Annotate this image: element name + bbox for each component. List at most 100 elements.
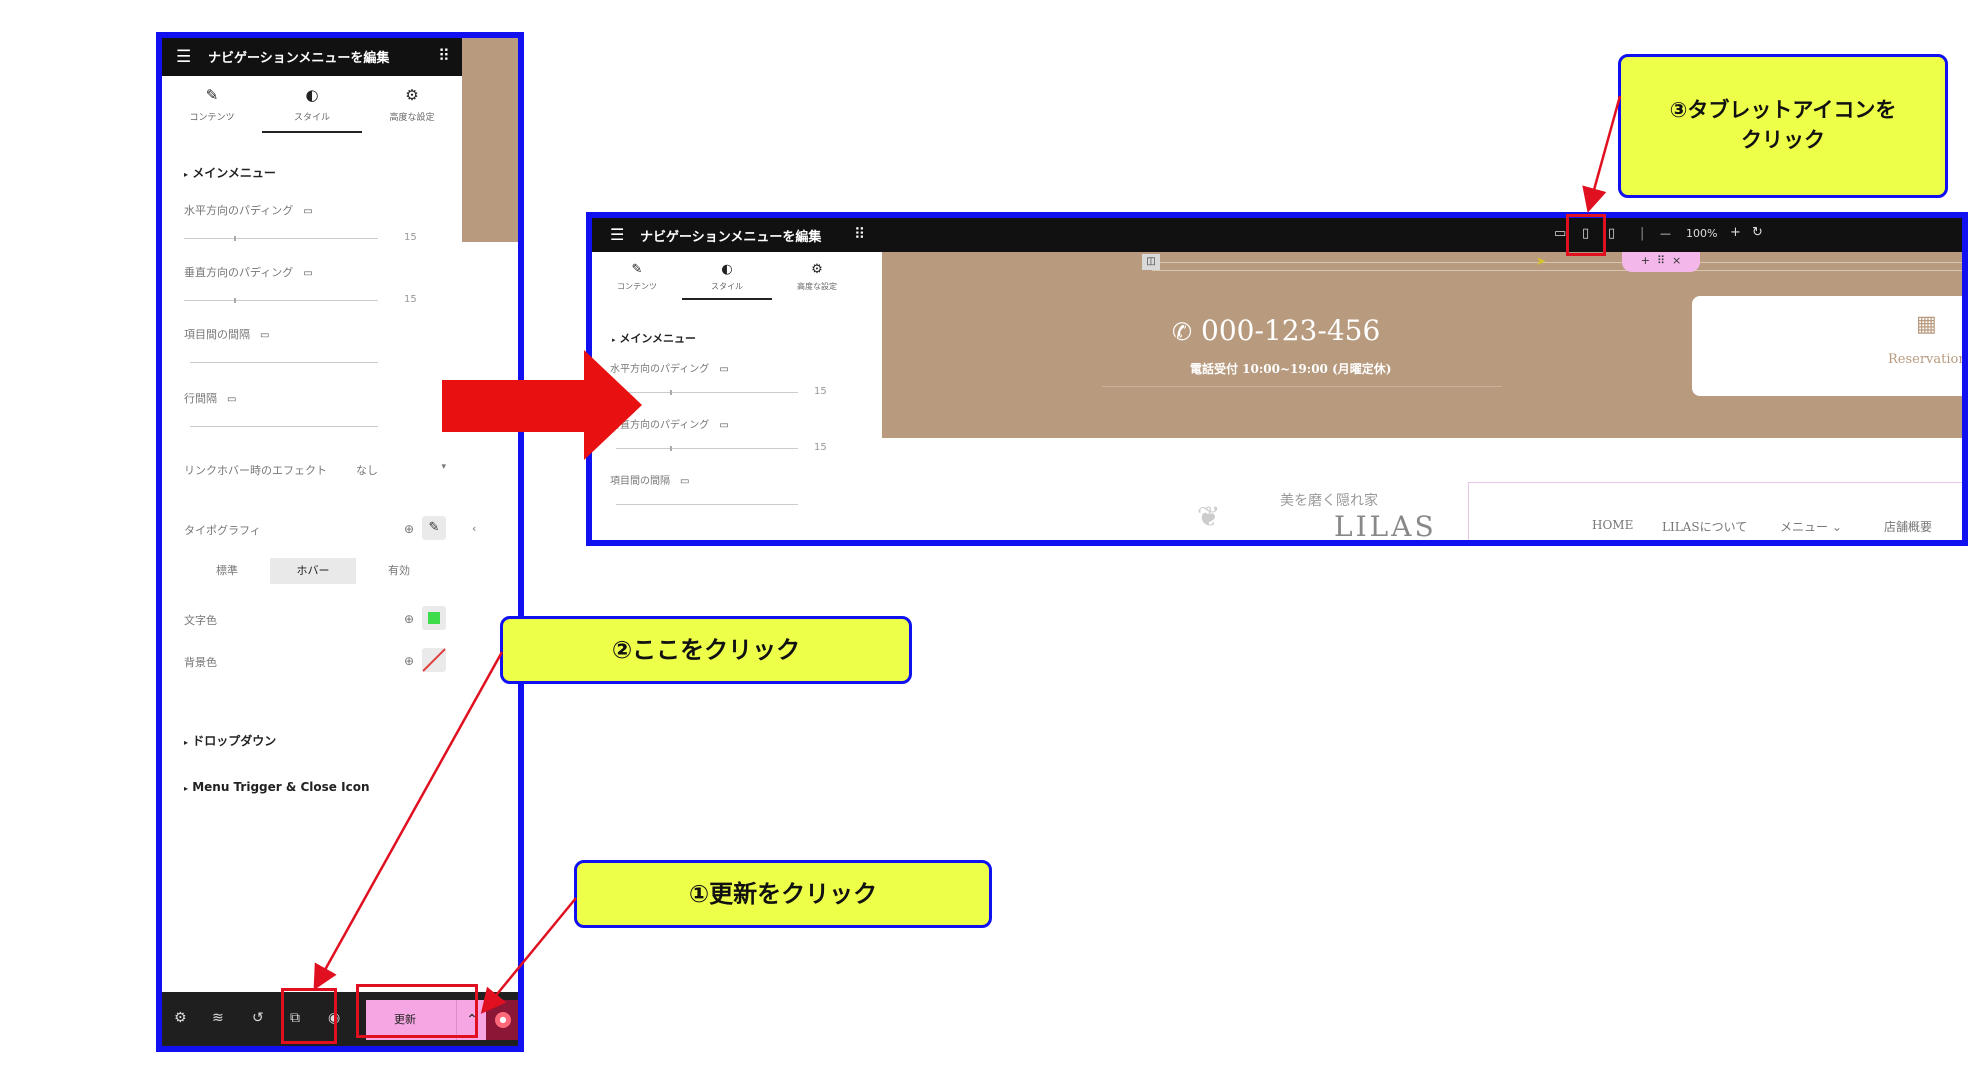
h-padding-label: 水平方向のパディング [184,204,294,217]
monitor-icon[interactable]: ▭ [260,330,270,341]
update-options-chevron-up-icon[interactable]: ⌃ [456,1000,487,1040]
slider-knob[interactable] [234,298,236,303]
section-guide-line [1152,262,1962,263]
tab-content[interactable]: ✎ コンテンツ [592,262,682,292]
state-tab-normal[interactable]: 標準 [216,564,238,577]
line-gap-slider[interactable] [190,426,378,427]
caret-right-icon: ▸ [184,784,189,793]
nav-item-store[interactable]: 店舗概要 [1884,520,1933,534]
close-icon[interactable]: × [1672,254,1682,267]
globe-icon[interactable]: ⊕ [404,654,415,668]
zoom-level: 100% [1686,227,1718,240]
section-main-menu-label: メインメニュー [192,166,276,180]
h-padding-label-row: 水平方向のパディング▭ [610,360,729,375]
tab-style-label: スタイル [711,282,743,291]
tab-advanced-label: 高度な設定 [389,113,435,123]
section-guide-line [1152,270,1962,271]
drag-icon[interactable]: ⠿ [1656,254,1666,267]
v-padding-value[interactable]: 15 [814,442,827,453]
history-icon[interactable]: ↺ [252,1010,264,1026]
reservation-label: Reservation [1888,352,1967,367]
h-padding-value[interactable]: 15 [814,386,827,397]
line-gap-label-row: 行間隔▭ [184,390,236,406]
hover-effect-value: なし [356,464,378,477]
h-padding-slider[interactable] [184,236,378,241]
v-padding-slider[interactable] [184,298,378,303]
globe-icon[interactable]: ⊕ [404,522,415,536]
monitor-icon[interactable]: ▭ [719,420,729,431]
section-trigger[interactable]: ▸ Menu Trigger & Close Icon [184,780,370,794]
tablet-icon[interactable]: ▯ [1582,226,1590,241]
text-color-label: 文字色 [184,614,217,627]
monitor-icon[interactable]: ▭ [303,206,313,217]
monitor-icon[interactable]: ▭ [303,268,313,279]
phone-number: 000-123-456 [1201,314,1381,347]
h-padding-slider[interactable] [616,390,798,395]
monitor-icon[interactable]: ▭ [680,476,690,487]
item-gap-label-row: 項目間の間隔▭ [184,326,269,342]
gear-icon: ⚙ [405,86,419,104]
responsive-mode-icon[interactable]: ⧉ [290,1010,300,1026]
caret-right-icon: ▸ [184,170,189,179]
bg-color-picker[interactable] [422,648,446,672]
editor-title: ナビゲーションメニューを編集 [208,51,390,66]
hover-effect-select[interactable]: なし ▾ [356,462,446,478]
section-dropdown[interactable]: ▸ ドロップダウン [184,732,276,749]
state-tab-hover[interactable]: ホバー [270,558,356,584]
item-gap-slider[interactable] [190,362,378,363]
monitor-icon[interactable]: ▭ [227,394,237,405]
text-color-picker[interactable] [422,606,446,630]
slider-knob[interactable] [670,446,672,451]
update-button[interactable]: 更新 [366,1000,456,1040]
monitor-icon[interactable]: ▭ [719,364,729,375]
zoom-out-icon[interactable]: — [1660,227,1671,240]
settings-gear-icon[interactable]: ⚙ [174,1010,187,1026]
nav-item-menu[interactable]: メニュー ⌄ [1780,520,1842,534]
hover-effect-label: リンクホバー時のエフェクト [184,464,327,477]
widgets-grid-icon[interactable]: ⠿ [438,46,450,65]
section-controls[interactable]: + ⠿ × [1622,252,1700,272]
mobile-icon[interactable]: ▯ [1608,226,1616,241]
v-padding-slider[interactable] [616,446,798,451]
add-icon[interactable]: + [1640,254,1650,267]
column-handle-icon[interactable]: ◫ [1142,254,1160,270]
phone-row[interactable]: ✆ 000-123-456 [1172,314,1380,347]
logo-leaf-icon: ❦ [1197,500,1221,533]
section-main-menu-label: メインメニュー [619,332,697,345]
section-main-menu[interactable]: ▸ メインメニュー [184,164,276,181]
tab-style[interactable]: ◐ スタイル [682,262,772,300]
reset-zoom-icon[interactable]: ↻ [1752,225,1763,240]
state-tab-active[interactable]: 有効 [388,564,410,577]
h-padding-value[interactable]: 15 [404,232,417,243]
tab-advanced[interactable]: ⚙ 高度な設定 [772,262,862,292]
logo-title[interactable]: LILAS [1334,510,1437,543]
notifications-button[interactable]: ● [486,1000,518,1040]
chevron-left-icon[interactable]: ‹ [472,522,477,535]
nav-item-home[interactable]: HOME [1592,518,1634,532]
no-color-slash-icon [422,648,446,672]
contrast-icon: ◐ [305,86,319,104]
zoom-in-icon[interactable]: + [1730,225,1741,240]
hamburger-icon[interactable]: ☰ [610,225,625,244]
hamburger-icon[interactable]: ☰ [176,47,192,67]
slider-knob[interactable] [670,390,672,395]
slider-knob[interactable] [234,236,236,241]
layers-icon[interactable]: ≋ [212,1010,224,1026]
v-padding-value[interactable]: 15 [404,294,417,305]
phone-icon: ✆ [1172,318,1193,346]
preview-edge [462,38,518,242]
tab-advanced[interactable]: ⚙ 高度な設定 [362,86,462,123]
item-gap-slider[interactable] [616,504,798,505]
tab-content[interactable]: ✎ コンテンツ [162,86,262,123]
tab-style[interactable]: ◐ スタイル [262,86,362,133]
widgets-grid-icon[interactable]: ⠿ [854,225,865,243]
section-dropdown-label: ドロップダウン [192,734,277,748]
highlight-tablet-icon [1566,214,1606,256]
item-gap-label-row: 項目間の間隔▭ [610,472,689,487]
edit-pencil-icon[interactable]: ✎ [422,516,446,540]
nav-item-about[interactable]: LILASについて [1662,520,1748,534]
reservation-card[interactable]: ▦ Reservation [1692,296,1967,396]
globe-icon[interactable]: ⊕ [404,612,415,626]
section-main-menu[interactable]: ▸ メインメニュー [612,330,696,346]
desktop-icon[interactable]: ▭ [1554,226,1567,241]
